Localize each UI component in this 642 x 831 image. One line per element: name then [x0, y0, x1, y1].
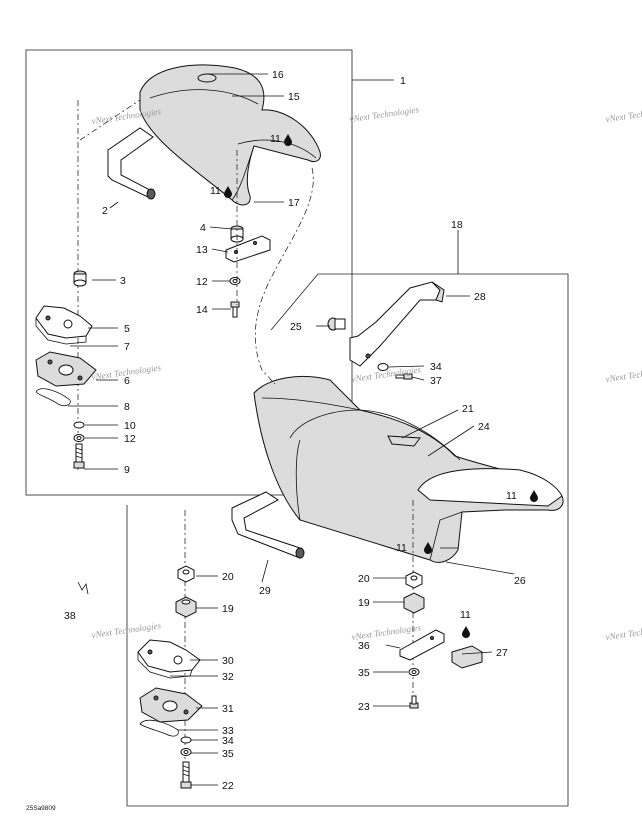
callout-17: 17 — [288, 197, 300, 209]
front-right-nut-20 — [405, 571, 423, 589]
front-screw-23 — [409, 695, 419, 709]
callout-32: 32 — [222, 671, 234, 683]
rear-washer-12b — [73, 434, 85, 442]
callout-34a: 34 — [430, 361, 442, 373]
callout-14: 14 — [196, 304, 208, 316]
front-right-spacer-19 — [403, 592, 425, 614]
callout-11d: 11 — [396, 542, 407, 554]
callout-35a: 35 — [222, 748, 234, 760]
callout-4: 4 — [200, 222, 206, 234]
callout-21: 21 — [462, 403, 474, 415]
callout-24: 24 — [478, 421, 490, 433]
watermark: vNext Technologies — [605, 622, 642, 642]
callout-23: 23 — [358, 701, 370, 713]
rear-cable-8 — [35, 388, 71, 407]
callout-6: 6 — [124, 375, 130, 387]
callout-28: 28 — [474, 291, 486, 303]
watermark: vNext Technologies — [351, 622, 422, 642]
callout-15: 15 — [288, 91, 300, 103]
watermark: vNext Technologies — [605, 104, 642, 124]
rear-latch-5 — [35, 305, 93, 345]
leader-lines — [68, 73, 515, 786]
rear-screw-14 — [230, 301, 240, 318]
seal-block-27 — [451, 645, 483, 669]
drawing-code: 25Sa9809 — [26, 805, 56, 812]
front-cable-33 — [139, 719, 179, 737]
rear-washer-12 — [229, 277, 241, 285]
front-latch-plate-36 — [399, 629, 445, 661]
callout-33: 33 — [222, 725, 234, 737]
front-spacer-19 — [175, 596, 197, 618]
callout-5: 5 — [124, 323, 130, 335]
callout-29: 29 — [259, 585, 271, 597]
callout-12a: 12 — [196, 276, 208, 288]
callout-7: 7 — [124, 341, 130, 353]
rear-latch-plate-13 — [225, 235, 271, 263]
callout-10: 10 — [124, 420, 136, 432]
handle-screw-37 — [395, 373, 413, 380]
rear-grab-handle — [349, 281, 445, 367]
callout-16: 16 — [272, 69, 284, 81]
callout-26: 26 — [514, 575, 526, 587]
callout-36: 36 — [358, 640, 370, 652]
callout-34b: 34 — [222, 735, 234, 747]
callout-20a: 20 — [222, 571, 234, 583]
loose-clip-38 — [77, 581, 89, 595]
front-seat-assembly-frame — [126, 273, 569, 807]
front-washer-right-35 — [408, 668, 420, 676]
assembly-link-line — [254, 167, 314, 385]
lubricant-drop-icon — [224, 134, 538, 638]
callout-3: 3 — [120, 275, 126, 287]
callout-12b: 12 — [124, 433, 136, 445]
front-bolt-22 — [180, 761, 192, 789]
callout-11a: 11 — [270, 133, 281, 145]
callout-30: 30 — [222, 655, 234, 667]
front-nut-20 — [177, 565, 195, 583]
callout-11e: 11 — [460, 609, 471, 621]
callout-2: 2 — [102, 205, 108, 217]
rear-latch-base-6 — [35, 351, 97, 387]
callout-1: 1 — [400, 75, 406, 87]
callout-27: 27 — [496, 647, 508, 659]
callout-37: 37 — [430, 375, 442, 387]
callout-13: 13 — [196, 244, 208, 256]
callout-9: 9 — [124, 464, 130, 476]
front-latch-30 — [137, 639, 201, 679]
watermark-group: vNext Technologies vNext Technologies vN… — [91, 104, 642, 642]
callout-35b: 35 — [358, 667, 370, 679]
rear-bolt-9 — [73, 443, 85, 469]
rear-bumper-3 — [73, 270, 87, 287]
callout-22: 22 — [222, 780, 234, 792]
front-washer-35 — [180, 748, 192, 756]
callout-19a: 19 — [222, 603, 234, 615]
rear-seat-cushion — [139, 64, 321, 206]
callout-25: 25 — [290, 321, 302, 333]
front-washer-34 — [180, 736, 192, 744]
watermark: vNext Technologies — [91, 620, 162, 640]
callout-11c: 11 — [506, 490, 517, 502]
callout-19b: 19 — [358, 597, 370, 609]
front-latch-base-31 — [139, 687, 203, 723]
callout-38: 38 — [64, 610, 76, 622]
watermark: vNext Technologies — [605, 364, 642, 384]
callout-18: 18 — [451, 219, 463, 231]
watermark: vNext Technologies — [349, 104, 420, 124]
front-seat-handle — [231, 491, 305, 559]
callout-8: 8 — [124, 401, 130, 413]
callout-31: 31 — [222, 703, 234, 715]
front-seat-cushion — [253, 375, 564, 563]
front-bumper-25 — [327, 317, 346, 331]
rear-seat-assembly-frame — [25, 49, 353, 496]
callout-20b: 20 — [358, 573, 370, 585]
rear-washer-10 — [73, 421, 85, 429]
callout-11b: 11 — [210, 185, 221, 197]
rear-seat-handle — [107, 127, 156, 200]
